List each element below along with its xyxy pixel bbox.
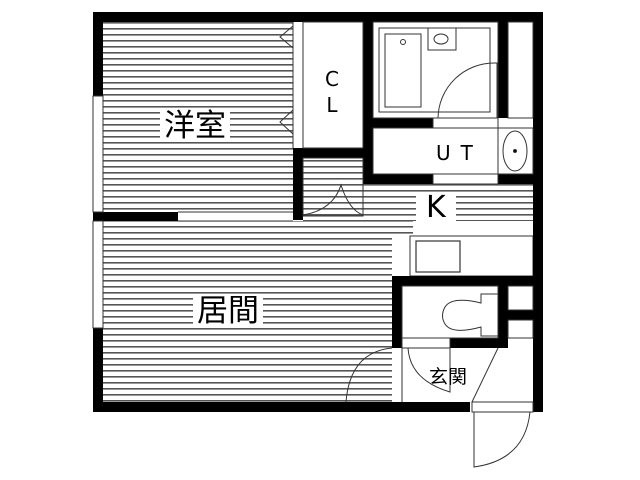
closet — [279, 21, 364, 149]
closet-label-line2: L — [326, 93, 338, 117]
front-door-icon — [473, 411, 531, 468]
toilet-door-icon — [407, 347, 451, 393]
storage-shelf — [507, 21, 534, 119]
utility — [372, 127, 534, 185]
bath-door-icon — [437, 62, 498, 119]
walls — [93, 12, 543, 412]
washer-drain-icon — [502, 130, 528, 172]
bathroom — [372, 21, 499, 129]
windows — [92, 95, 293, 329]
closet-door-icon — [279, 109, 294, 135]
toilet-room — [401, 285, 534, 349]
closet-label-line1: C — [325, 67, 339, 91]
closet-door-icon — [279, 25, 294, 49]
entrance — [345, 347, 534, 468]
toilet-icon — [442, 293, 498, 337]
utility-label: UT — [436, 141, 483, 165]
hall-door — [302, 157, 364, 217]
living-door-icon — [345, 347, 393, 403]
sink-icon — [415, 240, 461, 273]
living-room-label: 居間 — [193, 296, 263, 327]
western-room-label: 洋室 — [160, 111, 230, 142]
kitchen-counter — [409, 235, 534, 277]
washbasin-icon — [427, 27, 457, 51]
closet-label: C L — [322, 66, 342, 118]
kitchen-label: K — [416, 193, 456, 223]
bathtub-icon — [384, 33, 422, 108]
entrance-label: 玄関 — [429, 366, 468, 388]
